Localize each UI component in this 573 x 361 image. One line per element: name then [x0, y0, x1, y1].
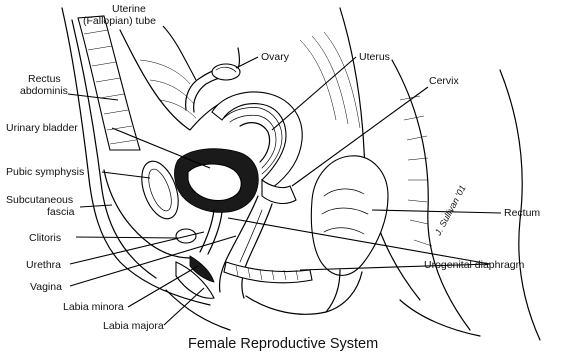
- label-pubic-symphysis: Pubic symphysis: [6, 166, 84, 178]
- urethra-canal-2: [208, 212, 222, 254]
- outer-back-outline: [500, 70, 540, 340]
- rectum-shape: [311, 156, 388, 276]
- label-ovary: Ovary: [261, 51, 290, 63]
- label-uterine-tube-2: (Fallopian) tube: [83, 15, 156, 27]
- label-rectus-2: abdominis: [20, 85, 68, 97]
- label-cervix: Cervix: [429, 75, 460, 87]
- label-rectum: Rectum: [504, 207, 540, 219]
- label-uterus: Uterus: [359, 51, 390, 63]
- leader-rectum: [372, 210, 501, 213]
- intestine-hatching: [140, 32, 360, 128]
- label-vagina: Vagina: [30, 281, 62, 293]
- ovary-ligament: [238, 48, 240, 68]
- label-urethra: Urethra: [26, 259, 61, 271]
- label-labia-minora: Labia minora: [63, 301, 124, 313]
- leader-subcutaneous: [80, 205, 112, 207]
- label-subcutaneous-1: Subcutaneous: [6, 194, 73, 206]
- anal-canal: [326, 270, 340, 312]
- artist-signature: J. Sullivan '01: [432, 183, 467, 237]
- diagram-caption: Female Reproductive System: [188, 336, 378, 352]
- leader-uterine-tube: [163, 26, 196, 80]
- leader-uterus: [272, 57, 356, 130]
- label-labia-majora: Labia majora: [103, 320, 164, 332]
- label-clitoris: Clitoris: [29, 232, 61, 244]
- buttock-outline: [400, 300, 480, 336]
- label-uterine-tube-1: Uterine: [112, 3, 146, 15]
- leader-clitoris: [76, 237, 178, 238]
- peritoneum-outline: [120, 30, 270, 130]
- cervix-shape: [262, 180, 296, 203]
- label-urogenital-diaphragm: Urogenital diaphragm: [424, 259, 525, 271]
- label-urinary-bladder: Urinary bladder: [6, 122, 78, 134]
- anatomical-illustration: J. Sullivan '01: [62, 8, 540, 340]
- vagina-canal-back: [242, 204, 272, 298]
- label-subcutaneous-2: fascia: [47, 206, 75, 218]
- label-rectus-1: Rectus: [28, 73, 61, 85]
